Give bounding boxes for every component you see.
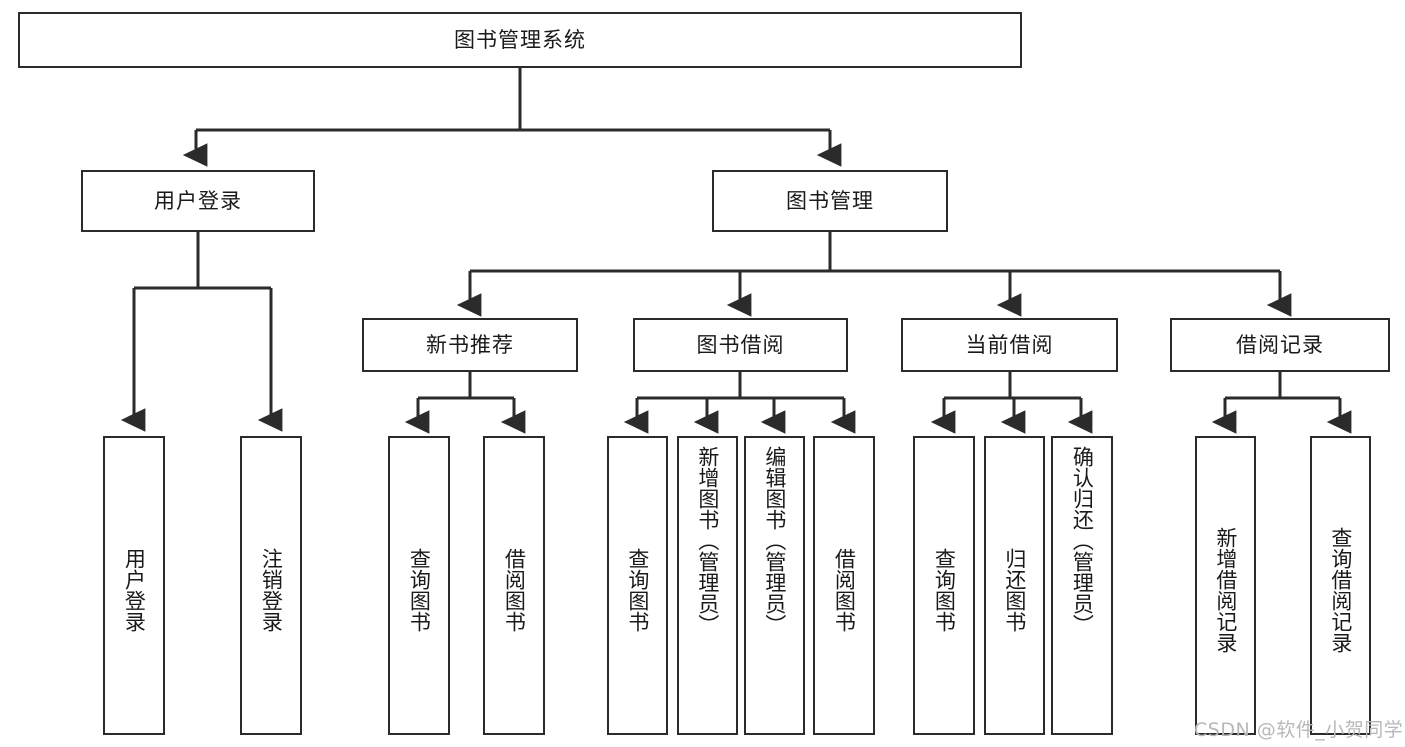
- node-book-borrow-label: 图书借阅: [696, 332, 785, 357]
- leaf-borrow-borrow-book[interactable]: 借阅图书: [813, 436, 875, 735]
- leaf-label: 查询图书: [625, 547, 650, 632]
- leaf-label: 注销登录: [259, 547, 284, 632]
- leaf-label: 借阅图书: [502, 547, 527, 632]
- node-book-management-label: 图书管理: [786, 188, 874, 213]
- node-root[interactable]: 图书管理系统: [18, 12, 1022, 68]
- leaf-current-confirm-return-admin[interactable]: 确认归还（管理员）: [1051, 436, 1113, 735]
- node-new-book-recommend-label: 新书推荐: [426, 332, 514, 357]
- leaf-current-return-book[interactable]: 归还图书: [984, 436, 1045, 735]
- node-root-label: 图书管理系统: [454, 27, 586, 52]
- node-current-borrow[interactable]: 当前借阅: [901, 318, 1118, 372]
- node-borrow-record-label: 借阅记录: [1236, 332, 1324, 357]
- leaf-label: 查询图书: [407, 547, 432, 632]
- node-current-borrow-label: 当前借阅: [965, 332, 1054, 357]
- leaf-label: 查询借阅记录: [1328, 526, 1353, 653]
- leaf-label: 新增图书（管理员）: [695, 446, 720, 635]
- node-user-login-label: 用户登录: [154, 188, 242, 213]
- leaf-label: 新增借阅记录: [1213, 526, 1238, 653]
- leaf-user-login-logout[interactable]: 注销登录: [240, 436, 302, 735]
- node-new-book-recommend[interactable]: 新书推荐: [362, 318, 578, 372]
- leaf-label: 确认归还（管理员）: [1070, 446, 1095, 635]
- leaf-recommend-query-book[interactable]: 查询图书: [388, 436, 450, 735]
- leaf-current-query-book[interactable]: 查询图书: [913, 436, 975, 735]
- leaf-borrow-edit-book-admin[interactable]: 编辑图书（管理员）: [744, 436, 805, 735]
- leaf-label: 用户登录: [122, 547, 147, 632]
- node-book-management[interactable]: 图书管理: [712, 170, 948, 232]
- leaf-label: 编辑图书（管理员）: [762, 446, 787, 635]
- leaf-record-query-record[interactable]: 查询借阅记录: [1310, 436, 1371, 735]
- leaf-record-add-record[interactable]: 新增借阅记录: [1195, 436, 1256, 735]
- csdn-watermark: CSDN @软件_小贺同学: [1194, 719, 1404, 741]
- node-user-login[interactable]: 用户登录: [81, 170, 315, 232]
- leaf-borrow-query-book[interactable]: 查询图书: [607, 436, 668, 735]
- leaf-label: 借阅图书: [832, 547, 857, 632]
- node-book-borrow[interactable]: 图书借阅: [633, 318, 848, 372]
- leaf-user-login-login[interactable]: 用户登录: [103, 436, 165, 735]
- leaf-recommend-borrow-book[interactable]: 借阅图书: [483, 436, 545, 735]
- leaf-label: 归还图书: [1002, 547, 1027, 632]
- node-borrow-record[interactable]: 借阅记录: [1170, 318, 1390, 372]
- leaf-label: 查询图书: [932, 547, 957, 632]
- leaf-borrow-add-book-admin[interactable]: 新增图书（管理员）: [677, 436, 738, 735]
